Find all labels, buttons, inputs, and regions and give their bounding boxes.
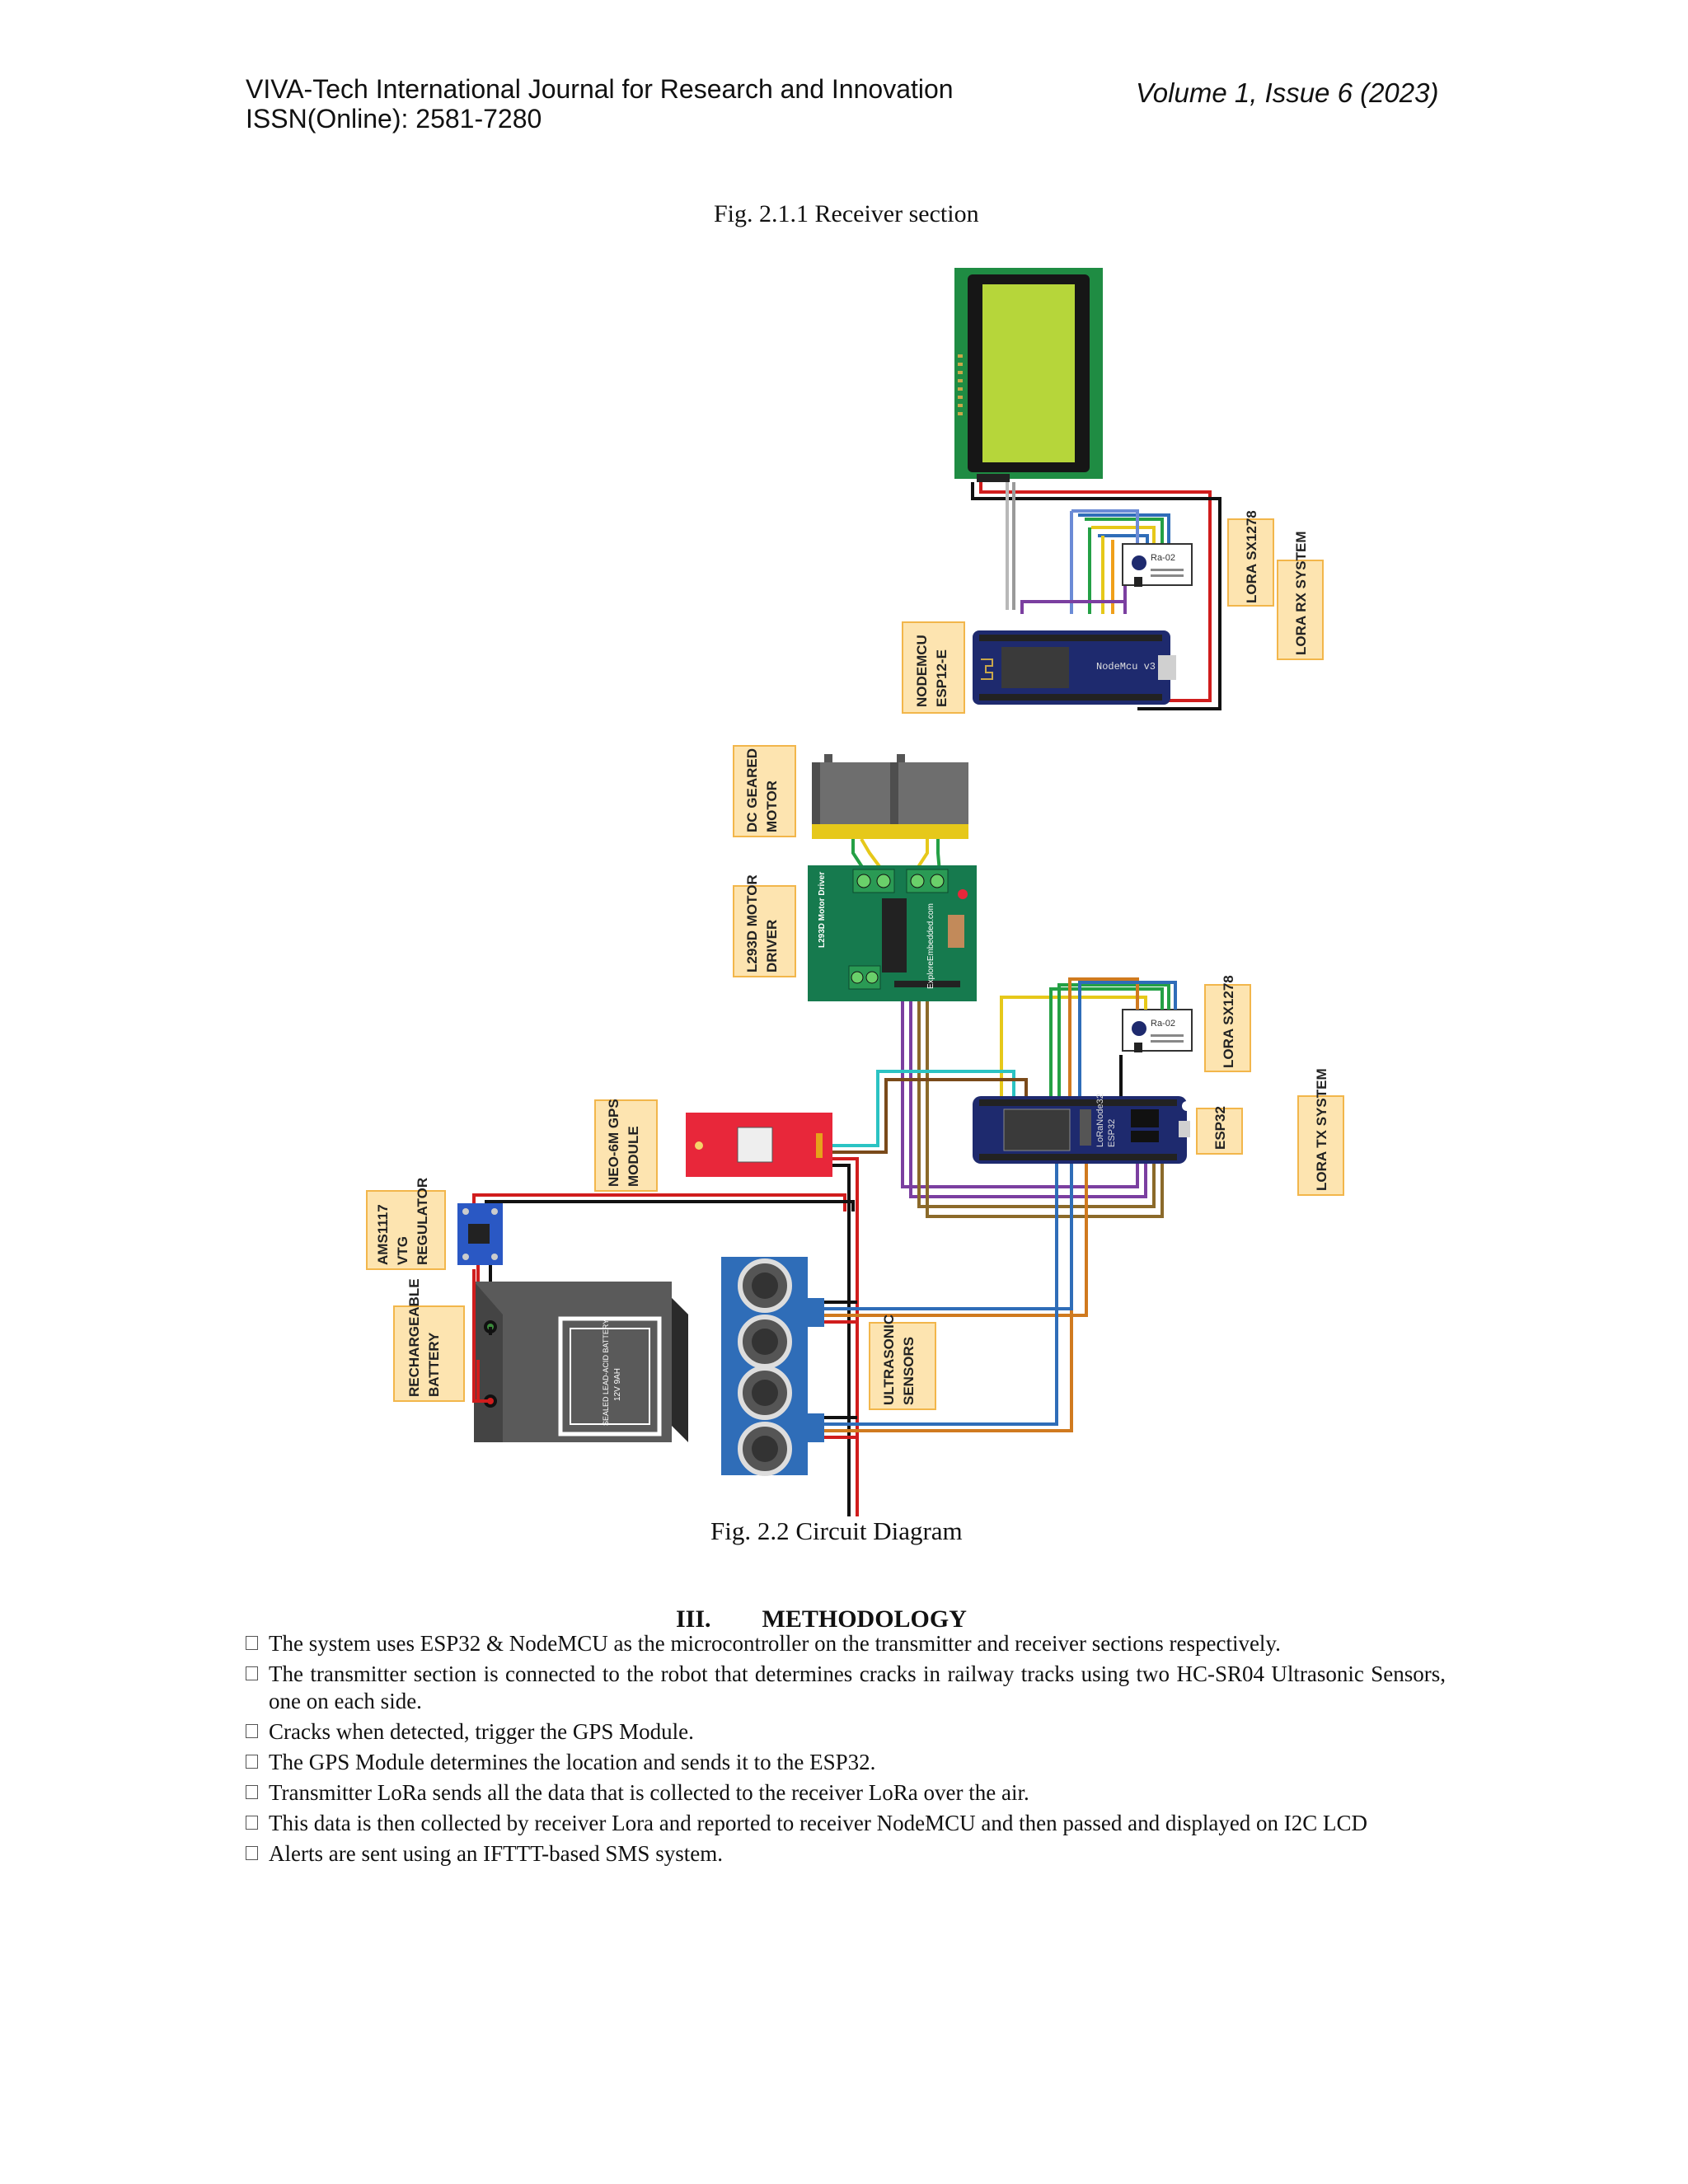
journal-title: VIVA-Tech International Journal for Rese… (246, 74, 954, 104)
label-lora-rx-system: LORA RX SYSTEM (1277, 532, 1324, 660)
section-title: METHODOLOGY (762, 1605, 967, 1633)
list-item: Cracks when detected, trigger the GPS Mo… (246, 1718, 1446, 1746)
driver-board-title: L293D Motor Driver (818, 872, 827, 948)
bullet-box-icon (246, 1636, 258, 1650)
journal-issn: ISSN(Online): 2581-7280 (246, 104, 542, 134)
label-ultrasonic-sensors: ULTRASONIC SENSORS (869, 1315, 936, 1410)
svg-text:SENSORS: SENSORS (901, 1337, 917, 1405)
bullet-box-icon (246, 1666, 258, 1680)
svg-text:ULTRASONIC: ULTRASONIC (881, 1315, 897, 1405)
nodemcu-board-text: NodeMcu v3 (1096, 661, 1156, 673)
methodology-list: The system uses ESP32 & NodeMCU as the m… (246, 1630, 1446, 1871)
svg-text:AMS1117: AMS1117 (375, 1204, 391, 1265)
label-l293d-driver: L293D MOTOR DRIVER (733, 874, 796, 977)
label-lora-rx-module: LORA SX1278 (1227, 510, 1274, 607)
esp32-board-text-b: ESP32 (1107, 1119, 1117, 1147)
ams1117-regulator (457, 1203, 503, 1265)
svg-text:MODULE: MODULE (626, 1126, 641, 1187)
svg-text:NEO-6M GPS: NEO-6M GPS (606, 1099, 621, 1187)
label-ams1117-regulator: AMS1117 VTG REGULATOR (366, 1178, 446, 1270)
receiver-figure-caption: Fig. 2.1.1 Receiver section (714, 200, 979, 227)
svg-text:REGULATOR: REGULATOR (415, 1178, 430, 1265)
list-item: The transmitter section is connected to … (246, 1661, 1446, 1715)
label-gps-module: NEO-6M GPS MODULE (594, 1099, 658, 1192)
section-number: III. (676, 1605, 711, 1633)
svg-text:DC GEARED: DC GEARED (744, 748, 760, 832)
gps-module (686, 1113, 832, 1177)
list-item: Alerts are sent using an IFTTT-based SMS… (246, 1840, 1446, 1868)
svg-text:ESP32: ESP32 (1212, 1106, 1228, 1150)
svg-text:RECHARGEABLE: RECHARGEABLE (406, 1278, 422, 1397)
nodemcu-board: NodeMcu v3 (973, 630, 1176, 705)
rechargeable-battery: 12V 9AH SEALED LEAD-ACID BATTERY (474, 1282, 688, 1442)
list-item: The GPS Module determines the location a… (246, 1749, 1446, 1776)
list-item: This data is then collected by receiver … (246, 1810, 1446, 1837)
ultrasonic-sensors (721, 1257, 824, 1476)
l293d-motor-driver: L293D Motor Driver ExploreEmbedded.com (808, 865, 977, 1001)
svg-text:LORA SX1278: LORA SX1278 (1244, 510, 1259, 603)
battery-rating: 12V 9AH (613, 1368, 622, 1401)
bullet-box-icon (246, 1816, 258, 1830)
label-lora-tx-system: LORA TX SYSTEM (1297, 1068, 1344, 1196)
svg-text:LORA SX1278: LORA SX1278 (1221, 975, 1236, 1068)
bullet-box-icon (246, 1724, 258, 1738)
circuit-diagram: Ra-02 NodeMcu v3 LORA SX1278 LORA RX SYS… (366, 268, 1344, 1516)
svg-text:VTG: VTG (395, 1236, 410, 1265)
section-heading: III. METHODOLOGY (676, 1605, 967, 1633)
svg-text:BATTERY: BATTERY (426, 1332, 442, 1397)
svg-text:NODEMCU: NODEMCU (914, 635, 930, 707)
battery-type: SEALED LEAD-ACID BATTERY (602, 1319, 610, 1426)
lcd-display (954, 268, 1103, 482)
bullet-box-icon (246, 1755, 258, 1769)
svg-text:L293D MOTOR: L293D MOTOR (744, 874, 760, 972)
list-item: Transmitter LoRa sends all the data that… (246, 1779, 1446, 1807)
volume-issue: Volume 1, Issue 6 (2023) (1136, 77, 1439, 108)
label-lora-tx-module: LORA SX1278 (1204, 975, 1251, 1072)
esp32-board: LoRaNode32 ESP32 (973, 1094, 1192, 1164)
svg-text:ESP12-E: ESP12-E (934, 649, 950, 707)
svg-text:MOTOR: MOTOR (764, 780, 780, 832)
svg-text:LORA RX SYSTEM: LORA RX SYSTEM (1293, 532, 1309, 656)
label-nodemcu: NODEMCU ESP12-E (902, 621, 965, 714)
label-dc-geared-motor: DC GEARED MOTOR (733, 745, 796, 837)
esp32-board-text-a: LoRaNode32 (1095, 1094, 1105, 1147)
svg-text:LORA TX SYSTEM: LORA TX SYSTEM (1314, 1068, 1329, 1191)
svg-text:DRIVER: DRIVER (764, 920, 780, 972)
label-rechargeable-battery: RECHARGEABLE BATTERY (393, 1278, 465, 1402)
dc-geared-motors (812, 754, 968, 839)
circuit-figure-caption: Fig. 2.2 Circuit Diagram (710, 1516, 963, 1545)
list-item: The system uses ESP32 & NodeMCU as the m… (246, 1630, 1446, 1657)
driver-board-site: ExploreEmbedded.com (926, 903, 935, 989)
lora-tx-module: Ra-02 (1122, 1009, 1193, 1052)
lora-tx-chip-label: Ra-02 (1151, 1019, 1175, 1029)
bullet-box-icon (246, 1785, 258, 1799)
journal-header: VIVA-Tech International Journal for Rese… (246, 74, 954, 134)
lora-rx-module: Ra-02 (1122, 543, 1193, 587)
bullet-box-icon (246, 1846, 258, 1860)
lora-rx-chip-label: Ra-02 (1151, 553, 1175, 563)
label-esp32: ESP32 (1196, 1106, 1243, 1155)
